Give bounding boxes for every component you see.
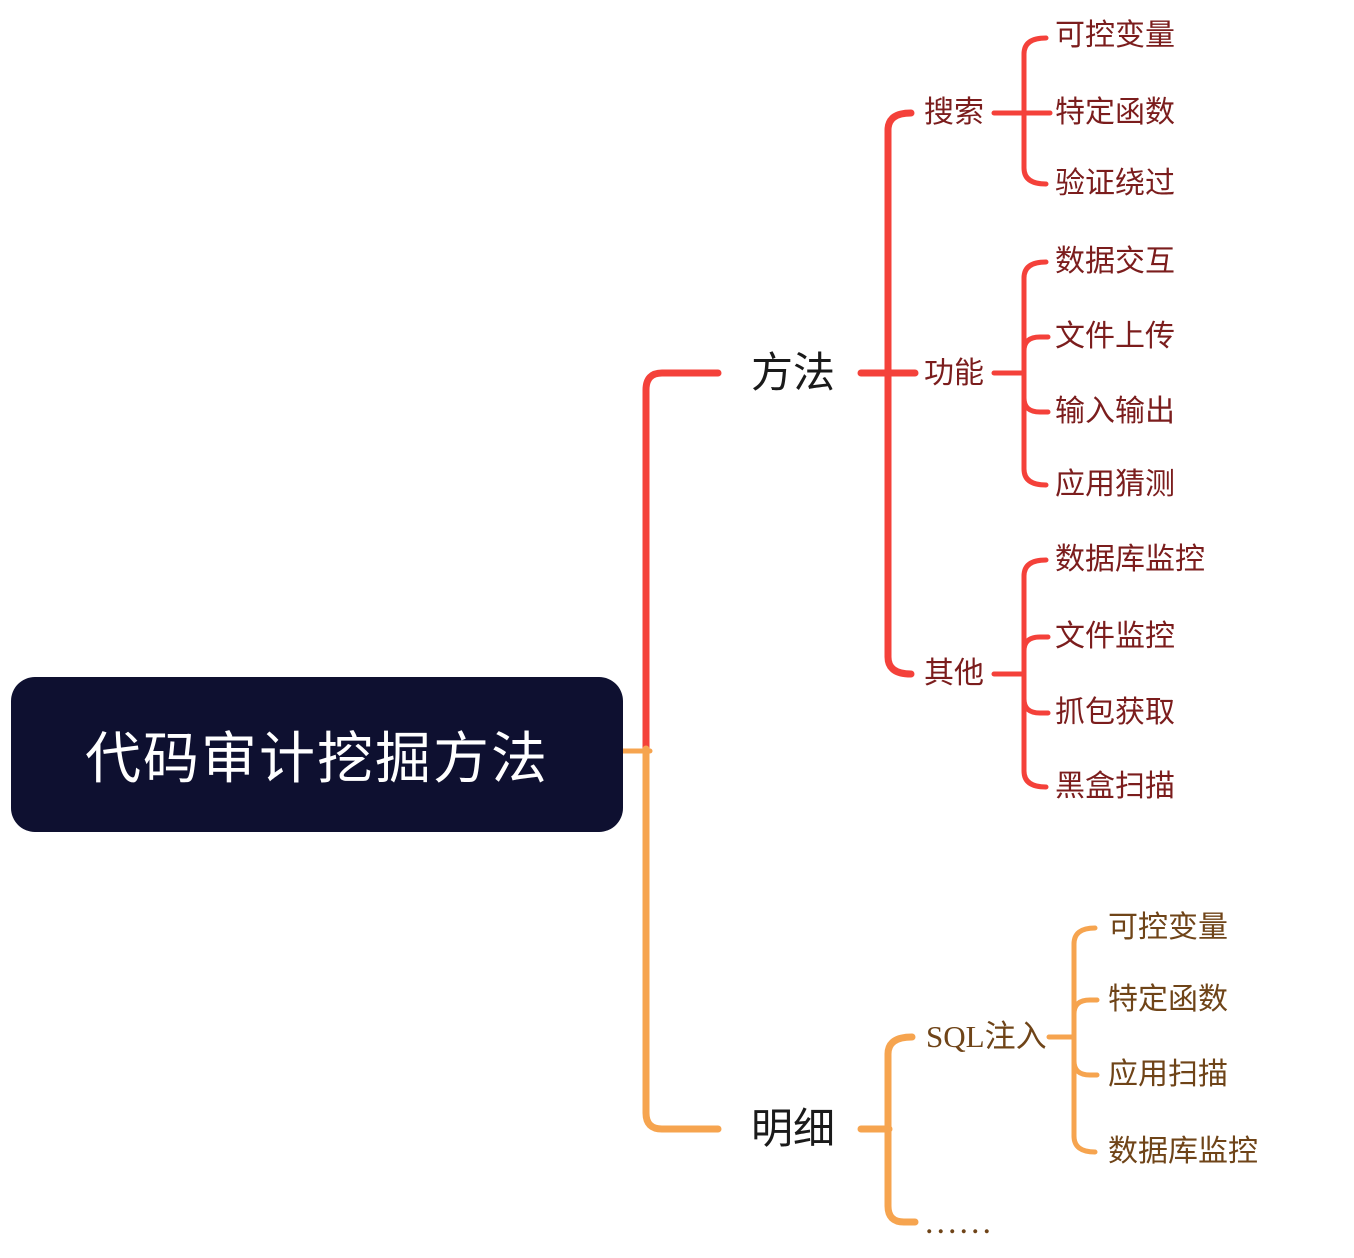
leaf-input-output[interactable]: 输入输出 <box>1055 395 1175 428</box>
wire-file-monitor-stub <box>1021 634 1051 654</box>
leaf-sql-specific-functions[interactable]: 特定函数 <box>1108 983 1228 1016</box>
branch-methods[interactable]: 方法 <box>750 349 835 396</box>
leaf-file-monitoring[interactable]: 文件监控 <box>1055 620 1175 653</box>
wire-sql-subtrunk <box>1071 925 1098 1155</box>
wire-packet-capture-stub <box>1021 696 1051 716</box>
node-ellipsis[interactable]: ...... <box>925 1204 994 1241</box>
leaf-file-upload[interactable]: 文件上传 <box>1055 320 1175 353</box>
wire-search-subtrunk <box>1021 35 1049 187</box>
leaf-application-scan[interactable]: 应用扫描 <box>1108 1058 1228 1091</box>
wire-root-to-details <box>642 745 722 1133</box>
leaf-specific-functions[interactable]: 特定函数 <box>1055 96 1175 129</box>
wire-details-trunk <box>884 1033 919 1226</box>
leaf-sql-database-monitoring[interactable]: 数据库监控 <box>1108 1135 1258 1168</box>
leaf-blackbox-scan[interactable]: 黑盒扫描 <box>1055 770 1175 803</box>
branch-details[interactable]: 明细 <box>750 1105 835 1152</box>
wire-function-subtrunk <box>1021 259 1049 488</box>
wire-app-scan-stub <box>1071 1058 1100 1078</box>
wire-sql-specific-functions-stub <box>1071 997 1100 1017</box>
node-sql-injection[interactable]: SQL注入 <box>926 1019 1047 1054</box>
wire-other-subtrunk <box>1021 557 1049 790</box>
node-function[interactable]: 功能 <box>924 357 984 390</box>
wire-file-upload-stub <box>1021 334 1051 354</box>
wire-input-output-stub <box>1021 395 1051 415</box>
leaf-database-monitoring[interactable]: 数据库监控 <box>1055 543 1205 576</box>
leaf-controllable-variables[interactable]: 可控变量 <box>1055 19 1175 52</box>
node-search[interactable]: 搜索 <box>924 96 984 129</box>
wire-root-to-methods <box>642 369 722 756</box>
central-topic-label: 代码审计挖掘方法 <box>85 727 549 790</box>
leaf-validation-bypass[interactable]: 验证绕过 <box>1055 167 1175 200</box>
node-other[interactable]: 其他 <box>924 657 984 690</box>
leaf-data-interaction[interactable]: 数据交互 <box>1055 245 1175 278</box>
leaf-packet-capture[interactable]: 抓包获取 <box>1055 696 1175 729</box>
leaf-application-guess[interactable]: 应用猜测 <box>1055 468 1175 501</box>
central-topic[interactable]: 代码审计挖掘方法 <box>11 677 623 832</box>
wire-methods-trunk <box>884 109 915 678</box>
leaf-sql-controllable-variables[interactable]: 可控变量 <box>1108 911 1228 944</box>
